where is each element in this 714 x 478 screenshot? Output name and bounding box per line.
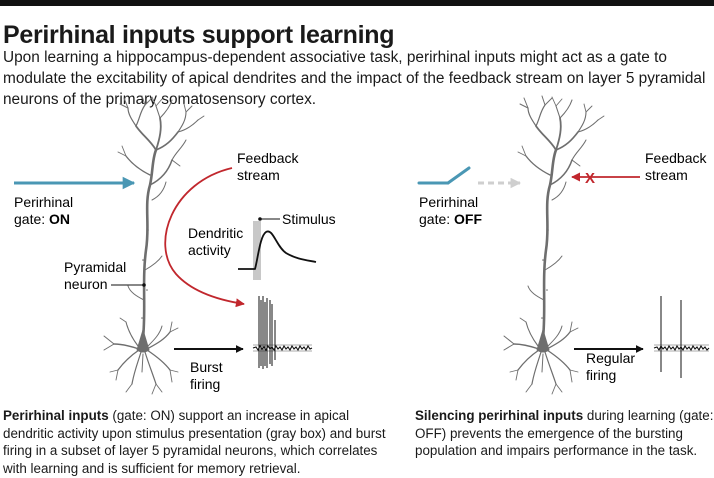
gate-off-switch [417, 166, 471, 185]
right-feedback-label-line2: stream [645, 167, 688, 183]
left-caption: Perirhinal inputs (gate: ON) support an … [3, 407, 388, 477]
right-panel: Perirhinal gate: OFF Feedback stream X R… [417, 94, 710, 396]
pyramidal-leader-dot [142, 283, 146, 287]
stimulus-label: Stimulus [282, 211, 336, 227]
left-gate-label-line2: gate: ON [14, 211, 70, 227]
stimulus-box [253, 221, 261, 280]
left-feedback-label-line2: stream [237, 167, 280, 183]
right-gate-label-line2: gate: OFF [419, 211, 482, 227]
feedback-block-mark: X [585, 170, 595, 187]
left-gate-label-line1: Perirhinal [14, 194, 73, 210]
regular-firing-trace [653, 296, 710, 378]
figure-intro: Upon learning a hippocampus-dependent as… [3, 49, 706, 108]
dendritic-label-line1: Dendritic [188, 225, 243, 241]
burst-label-line1: Burst [190, 359, 223, 375]
regular-label-line2: firing [586, 367, 616, 383]
burst-firing-trace [252, 296, 313, 369]
right-caption-text: during learning (gate: OFF) prevents the… [415, 408, 714, 458]
pyramidal-label-line2: neuron [64, 276, 108, 292]
right-gate-label-line1: Perirhinal [419, 194, 478, 210]
left-caption-bold: Perirhinal inputs [3, 408, 109, 423]
left-feedback-label-line1: Feedback [237, 150, 299, 166]
left-caption-text: (gate: ON) support an increase in apical… [3, 408, 386, 476]
left-panel: Perirhinal gate: ON Pyramidal neuron Fee… [14, 94, 336, 396]
figure-title: Perirhinal inputs support learning [3, 21, 395, 49]
right-caption-bold: Silencing perirhinal inputs [415, 408, 584, 423]
gate-state-on: ON [49, 211, 70, 227]
regular-label-line1: Regular [586, 350, 635, 366]
dendritic-label-line2: activity [188, 242, 231, 258]
dendritic-activity-trace [238, 230, 317, 270]
feedback-stream-arrow [164, 167, 245, 308]
top-rule [0, 0, 714, 6]
pyramidal-label-line1: Pyramidal [64, 259, 126, 275]
right-feedback-label-line1: Feedback [645, 150, 707, 166]
gate-state-off: OFF [454, 211, 482, 227]
burst-label-line2: firing [190, 376, 220, 392]
right-caption: Silencing perirhinal inputs during learn… [415, 407, 714, 460]
stimulus-leader-dot [258, 217, 262, 221]
